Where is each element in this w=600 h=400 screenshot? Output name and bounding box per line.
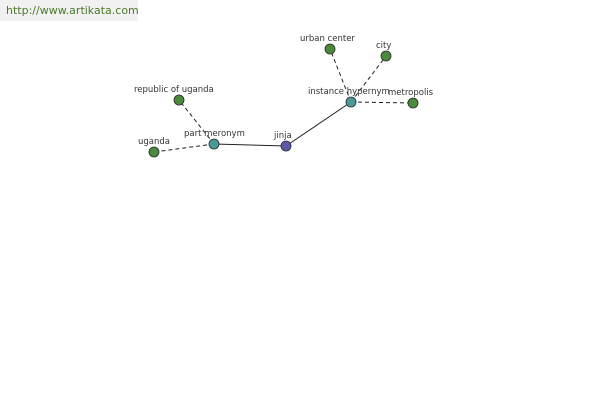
edge-jinja-part-meronym xyxy=(213,143,287,147)
node-jinja-label: jinja xyxy=(273,131,292,141)
node-metropolis[interactable]: metropolis xyxy=(388,88,434,109)
node-city[interactable]: city xyxy=(376,41,392,62)
node-part-meronym-dot[interactable] xyxy=(208,138,220,150)
node-part-meronym[interactable]: part meronym xyxy=(184,129,245,150)
node-part-meronym-label: part meronym xyxy=(184,129,245,139)
node-instance-hypernym[interactable]: instance hypernym xyxy=(308,87,390,108)
node-uganda-label: uganda xyxy=(138,137,170,147)
edge-part-meronym-republic-of-uganda xyxy=(178,99,215,145)
watermark-link[interactable]: http://www.artikata.com xyxy=(0,0,139,21)
node-instance-hypernym-label: instance hypernym xyxy=(308,87,390,97)
node-republic-of-uganda-dot[interactable] xyxy=(173,94,185,106)
node-instance-hypernym-dot[interactable] xyxy=(345,96,357,108)
edge-jinja-instance-hypernym xyxy=(285,101,352,147)
node-urban-center-label: urban center xyxy=(300,34,355,44)
edge-instance-hypernym-city xyxy=(350,55,387,103)
node-city-label: city xyxy=(376,41,391,51)
node-urban-center[interactable]: urban center xyxy=(300,34,355,55)
edge-part-meronym-uganda xyxy=(153,143,215,153)
node-jinja-dot[interactable] xyxy=(280,140,292,152)
node-republic-of-uganda-label: republic of uganda xyxy=(134,85,214,95)
node-republic-of-uganda[interactable]: republic of uganda xyxy=(134,85,214,106)
node-urban-center-dot[interactable] xyxy=(324,43,336,55)
node-city-dot[interactable] xyxy=(380,50,392,62)
node-metropolis-label: metropolis xyxy=(388,88,434,98)
node-jinja[interactable]: jinja xyxy=(273,131,292,152)
node-metropolis-dot[interactable] xyxy=(407,97,419,109)
node-uganda[interactable]: uganda xyxy=(138,137,170,158)
edge-instance-hypernym-metropolis xyxy=(350,101,414,104)
edge-instance-hypernym-urban-center xyxy=(329,48,352,103)
node-uganda-dot[interactable] xyxy=(148,146,160,158)
